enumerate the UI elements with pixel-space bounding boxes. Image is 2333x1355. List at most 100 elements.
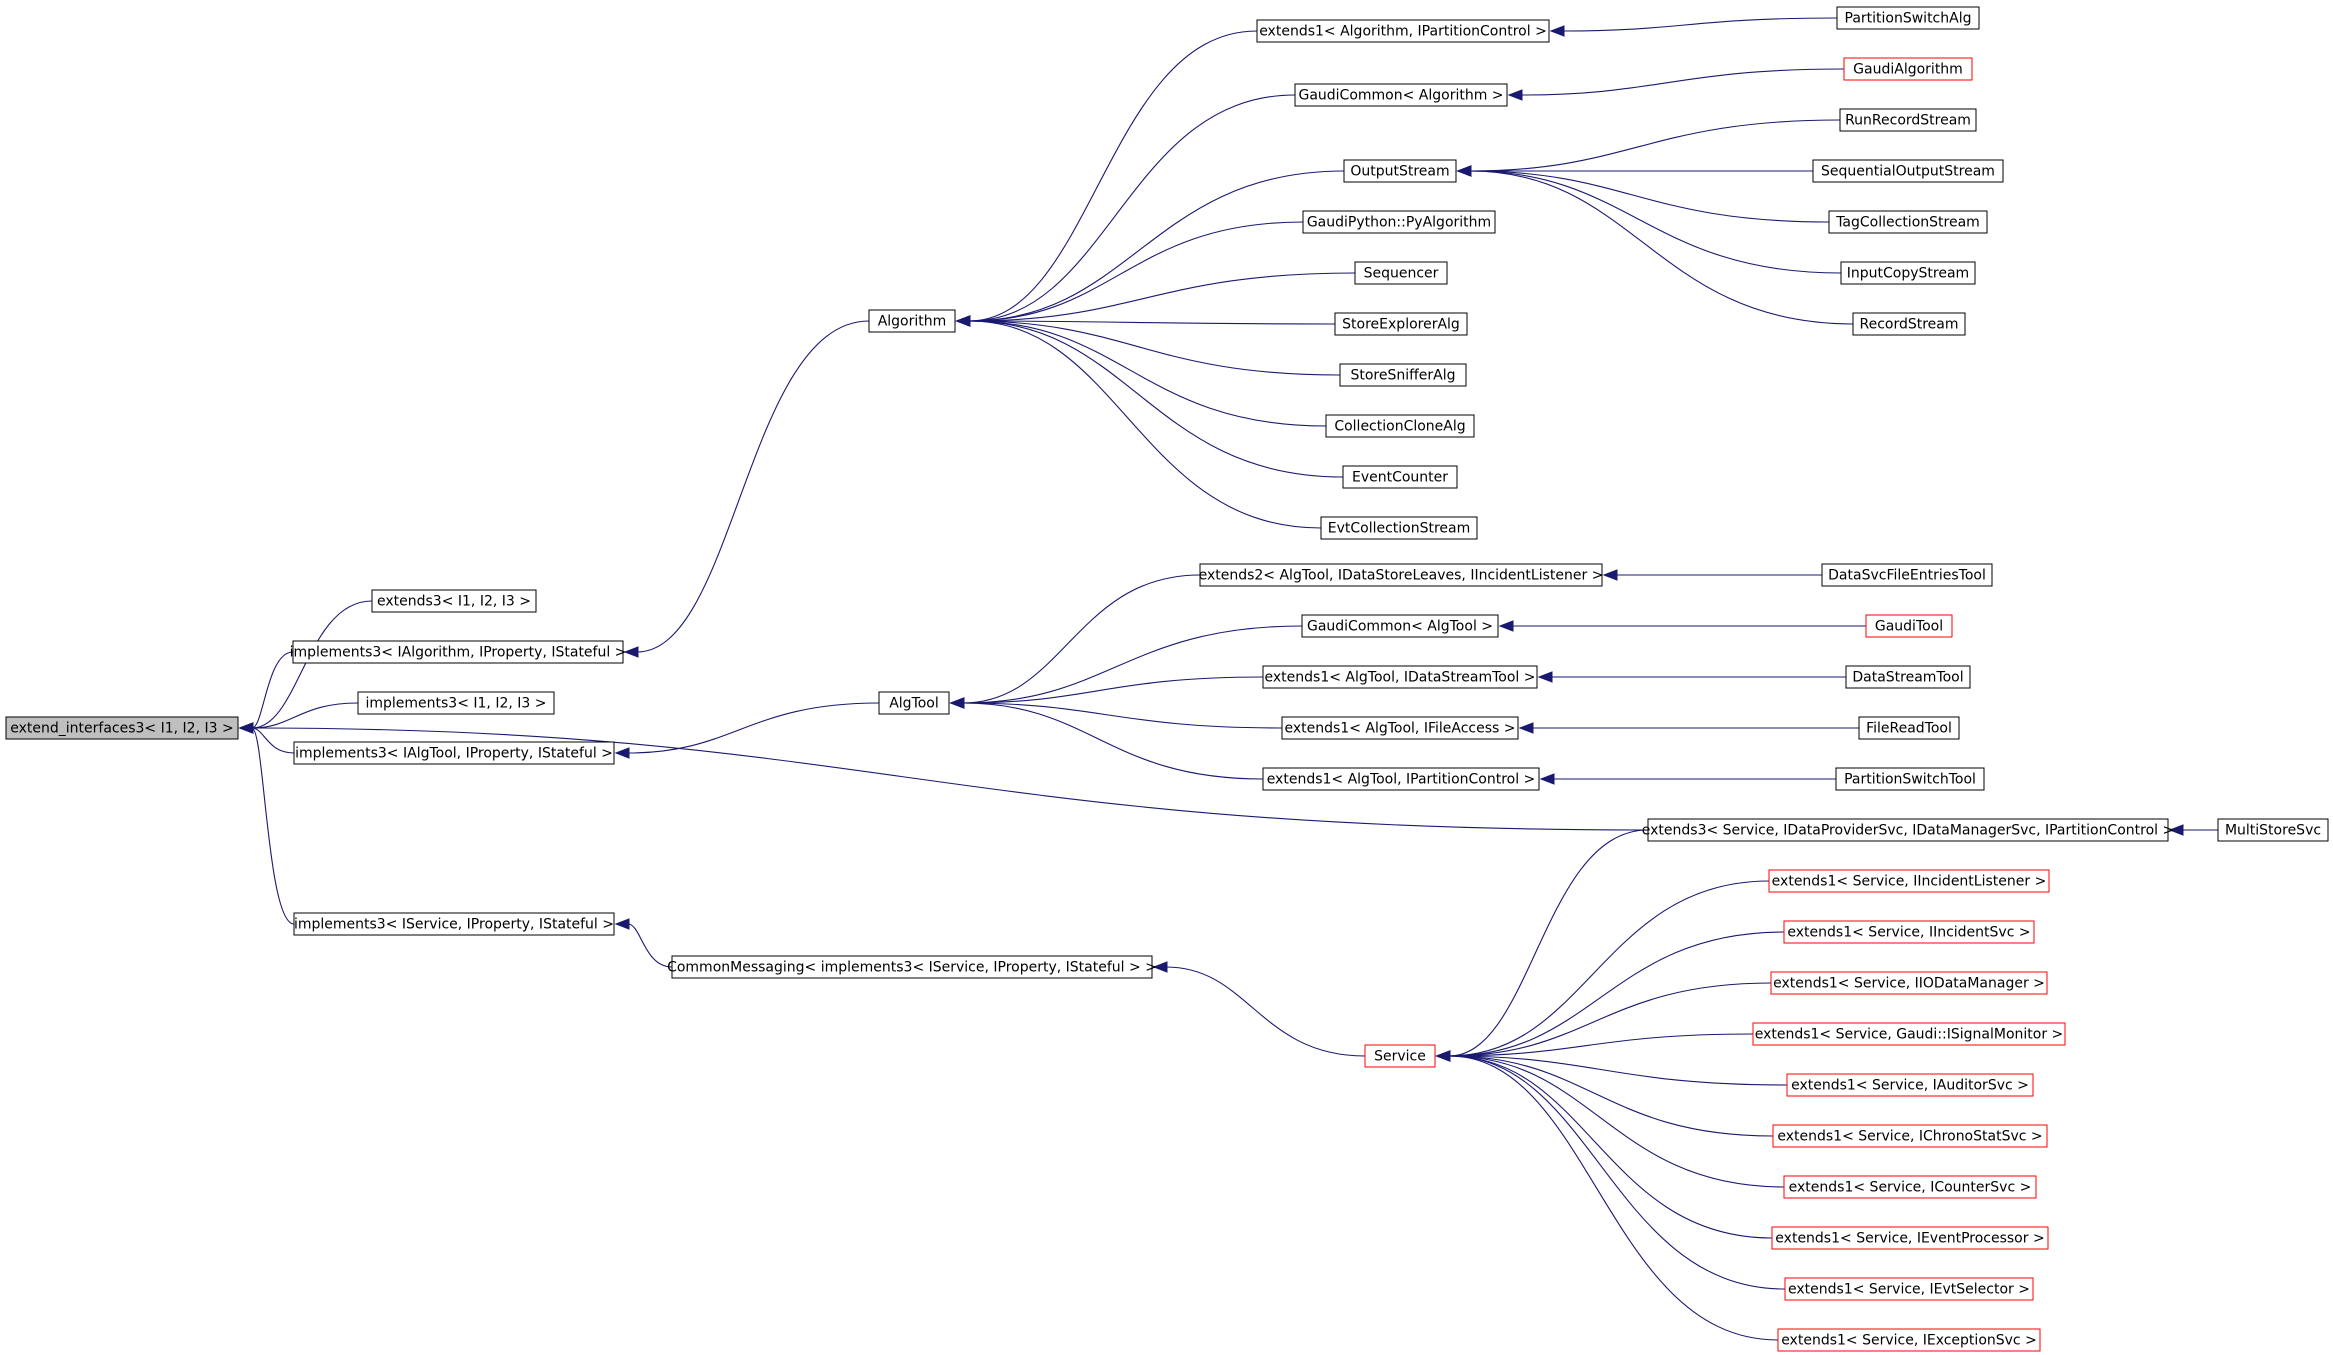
edge-out-stream-to-algorithm: [968, 170, 1345, 322]
node-svc-counter[interactable]: extends1< Service, ICounterSvc >: [1783, 1175, 2037, 1199]
node-ext3-svc[interactable]: extends3< Service, IDataProviderSvc, IDa…: [1642, 818, 2174, 842]
node-box-impl-tool: [293, 741, 615, 765]
node-ext3[interactable]: extends3< I1, I2, I3 >: [371, 589, 537, 613]
arrowhead-ext-pctool: [1539, 773, 1555, 785]
node-evt-coll[interactable]: EvtCollectionStream: [1320, 516, 1478, 540]
node-box-service: [1364, 1044, 1436, 1068]
node-sequencer[interactable]: Sequencer: [1354, 261, 1448, 285]
node-store-exp[interactable]: StoreExplorerAlg: [1334, 312, 1468, 336]
edge-gc-tool-to-algtool: [962, 625, 1303, 704]
node-svc-iodm[interactable]: extends1< Service, IIODataManager >: [1770, 971, 2048, 995]
node-svc-chrono[interactable]: extends1< Service, IChronoStatSvc >: [1772, 1124, 2048, 1148]
node-algtool[interactable]: AlgTool: [878, 691, 950, 715]
node-label-sequencer: Sequencer: [1364, 266, 1439, 282]
node-store-sniff[interactable]: StoreSnifferAlg: [1339, 363, 1467, 387]
node-part-sw-tool[interactable]: PartitionSwitchTool: [1835, 767, 1985, 791]
edge-rec-stream-to-out-stream: [1469, 170, 1854, 325]
edge-svc-inc-svc-to-service: [1448, 931, 1785, 1057]
node-label-svc-inc-svc: extends1< Service, IIncidentSvc >: [1787, 925, 2030, 941]
node-part-sw-alg[interactable]: PartitionSwitchAlg: [1836, 6, 1980, 30]
node-gaudi-alg[interactable]: GaudiAlgorithm: [1843, 57, 1973, 81]
node-label-evt-coll: EvtCollectionStream: [1328, 521, 1471, 537]
node-data-stream-tool[interactable]: DataStreamTool: [1845, 665, 1971, 689]
node-impl-alg[interactable]: implements3< IAlgorithm, IProperty, ISta…: [290, 640, 627, 664]
edge-gc-alg-to-algorithm: [968, 94, 1296, 322]
node-label-part-sw-alg: PartitionSwitchAlg: [1845, 11, 1972, 27]
edge-svc-evt-sel-to-service: [1448, 1055, 1786, 1290]
node-py-alg[interactable]: GaudiPython::PyAlgorithm: [1302, 210, 1496, 234]
node-impl-tool[interactable]: implements3< IAlgTool, IProperty, IState…: [293, 741, 615, 765]
node-gaudi-tool[interactable]: GaudiTool: [1865, 614, 1953, 638]
node-box-algtool: [878, 691, 950, 715]
node-rec-stream[interactable]: RecordStream: [1852, 312, 1966, 336]
node-box-py-alg: [1302, 210, 1496, 234]
edge-store-exp-to-algorithm: [968, 320, 1336, 325]
node-label-common-msg: CommonMessaging< implements3< IService, …: [667, 960, 1157, 976]
node-label-py-alg: GaudiPython::PyAlgorithm: [1307, 215, 1491, 231]
node-ext-pcalg[interactable]: extends1< Algorithm, IPartitionControl >: [1256, 19, 1550, 43]
edge-svc-counter-to-service: [1448, 1055, 1785, 1188]
node-label-seq-out: SequentialOutputStream: [1821, 164, 1995, 180]
node-label-ext-pcalg: extends1< Algorithm, IPartitionControl >: [1259, 24, 1547, 40]
node-svc-auditor[interactable]: extends1< Service, IAuditorSvc >: [1786, 1073, 2034, 1097]
node-box-svc-evt-sel: [1784, 1277, 2034, 1301]
edge-impl-tool-to-root: [251, 727, 295, 754]
node-dsfet[interactable]: DataSvcFileEntriesTool: [1821, 563, 1993, 587]
node-impl-svc[interactable]: implements3< IService, IProperty, IState…: [293, 912, 615, 936]
node-out-stream[interactable]: OutputStream: [1343, 159, 1457, 183]
node-label-data-stream-tool: DataStreamTool: [1852, 670, 1963, 686]
node-impl3[interactable]: implements3< I1, I2, I3 >: [357, 691, 555, 715]
node-svc-evt-sel[interactable]: extends1< Service, IEvtSelector >: [1784, 1277, 2034, 1301]
node-service[interactable]: Service: [1364, 1044, 1436, 1068]
node-box-gc-alg: [1294, 83, 1508, 107]
node-root[interactable]: extend_interfaces3< I1, I2, I3 >: [5, 716, 239, 740]
node-common-msg[interactable]: CommonMessaging< implements3< IService, …: [667, 955, 1157, 979]
edge-ext2-tool-to-algtool: [962, 574, 1201, 704]
edge-ext-dst-to-algtool: [962, 676, 1264, 704]
edge-svc-iodm-to-service: [1448, 982, 1772, 1057]
node-run-rec[interactable]: RunRecordStream: [1839, 108, 1977, 132]
node-svc-inc-listener[interactable]: extends1< Service, IIncidentListener >: [1768, 869, 2050, 893]
arrowhead-service: [1435, 1050, 1451, 1062]
node-svc-exc[interactable]: extends1< Service, IExceptionSvc >: [1777, 1328, 2041, 1352]
node-label-store-exp: StoreExplorerAlg: [1342, 317, 1460, 333]
node-box-store-sniff: [1339, 363, 1467, 387]
node-svc-inc-svc[interactable]: extends1< Service, IIncidentSvc >: [1783, 920, 2035, 944]
node-box-ext-fa: [1281, 716, 1519, 740]
node-label-gc-tool: GaudiCommon< AlgTool >: [1307, 619, 1493, 635]
edge-ext-pcalg-to-algorithm: [968, 30, 1258, 322]
node-box-rec-stream: [1852, 312, 1966, 336]
node-ext-dst[interactable]: extends1< AlgTool, IDataStreamTool >: [1262, 665, 1538, 689]
node-gc-alg[interactable]: GaudiCommon< Algorithm >: [1294, 83, 1508, 107]
node-gc-tool[interactable]: GaudiCommon< AlgTool >: [1301, 614, 1499, 638]
node-ext-pctool[interactable]: extends1< AlgTool, IPartitionControl >: [1262, 767, 1540, 791]
node-box-svc-evt-proc: [1771, 1226, 2049, 1250]
node-algorithm[interactable]: Algorithm: [868, 309, 956, 333]
node-label-store-sniff: StoreSnifferAlg: [1350, 368, 1455, 384]
node-tag-coll[interactable]: TagCollectionStream: [1828, 210, 1988, 234]
node-box-svc-signal: [1752, 1022, 2066, 1046]
node-label-impl-svc: implements3< IService, IProperty, IState…: [294, 917, 614, 933]
arrowhead-gc-tool: [1498, 620, 1514, 632]
node-multi-store[interactable]: MultiStoreSvc: [2217, 818, 2329, 842]
node-box-impl-alg: [292, 640, 624, 664]
arrowhead-ext-dst: [1537, 671, 1553, 683]
node-evt-counter[interactable]: EventCounter: [1342, 465, 1458, 489]
node-ext2-tool[interactable]: extends2< AlgTool, IDataStoreLeaves, IIn…: [1199, 563, 1604, 587]
node-box-ext3: [371, 589, 537, 613]
node-label-ext-dst: extends1< AlgTool, IDataStreamTool >: [1265, 670, 1536, 686]
node-box-store-exp: [1334, 312, 1468, 336]
node-input-copy[interactable]: InputCopyStream: [1840, 261, 1976, 285]
node-ext-fa[interactable]: extends1< AlgTool, IFileAccess >: [1281, 716, 1519, 740]
node-box-impl3: [357, 691, 555, 715]
node-svc-signal[interactable]: extends1< Service, Gaudi::ISignalMonitor…: [1752, 1022, 2066, 1046]
node-box-evt-coll: [1320, 516, 1478, 540]
node-label-dsfet: DataSvcFileEntriesTool: [1828, 568, 1986, 584]
node-svc-evt-proc[interactable]: extends1< Service, IEventProcessor >: [1771, 1226, 2049, 1250]
node-seq-out[interactable]: SequentialOutputStream: [1812, 159, 2004, 183]
node-file-read[interactable]: FileReadTool: [1858, 716, 1960, 740]
edge-ext3-to-root: [251, 600, 373, 729]
node-coll-clone[interactable]: CollectionCloneAlg: [1325, 414, 1475, 438]
node-label-tag-coll: TagCollectionStream: [1835, 215, 1980, 231]
